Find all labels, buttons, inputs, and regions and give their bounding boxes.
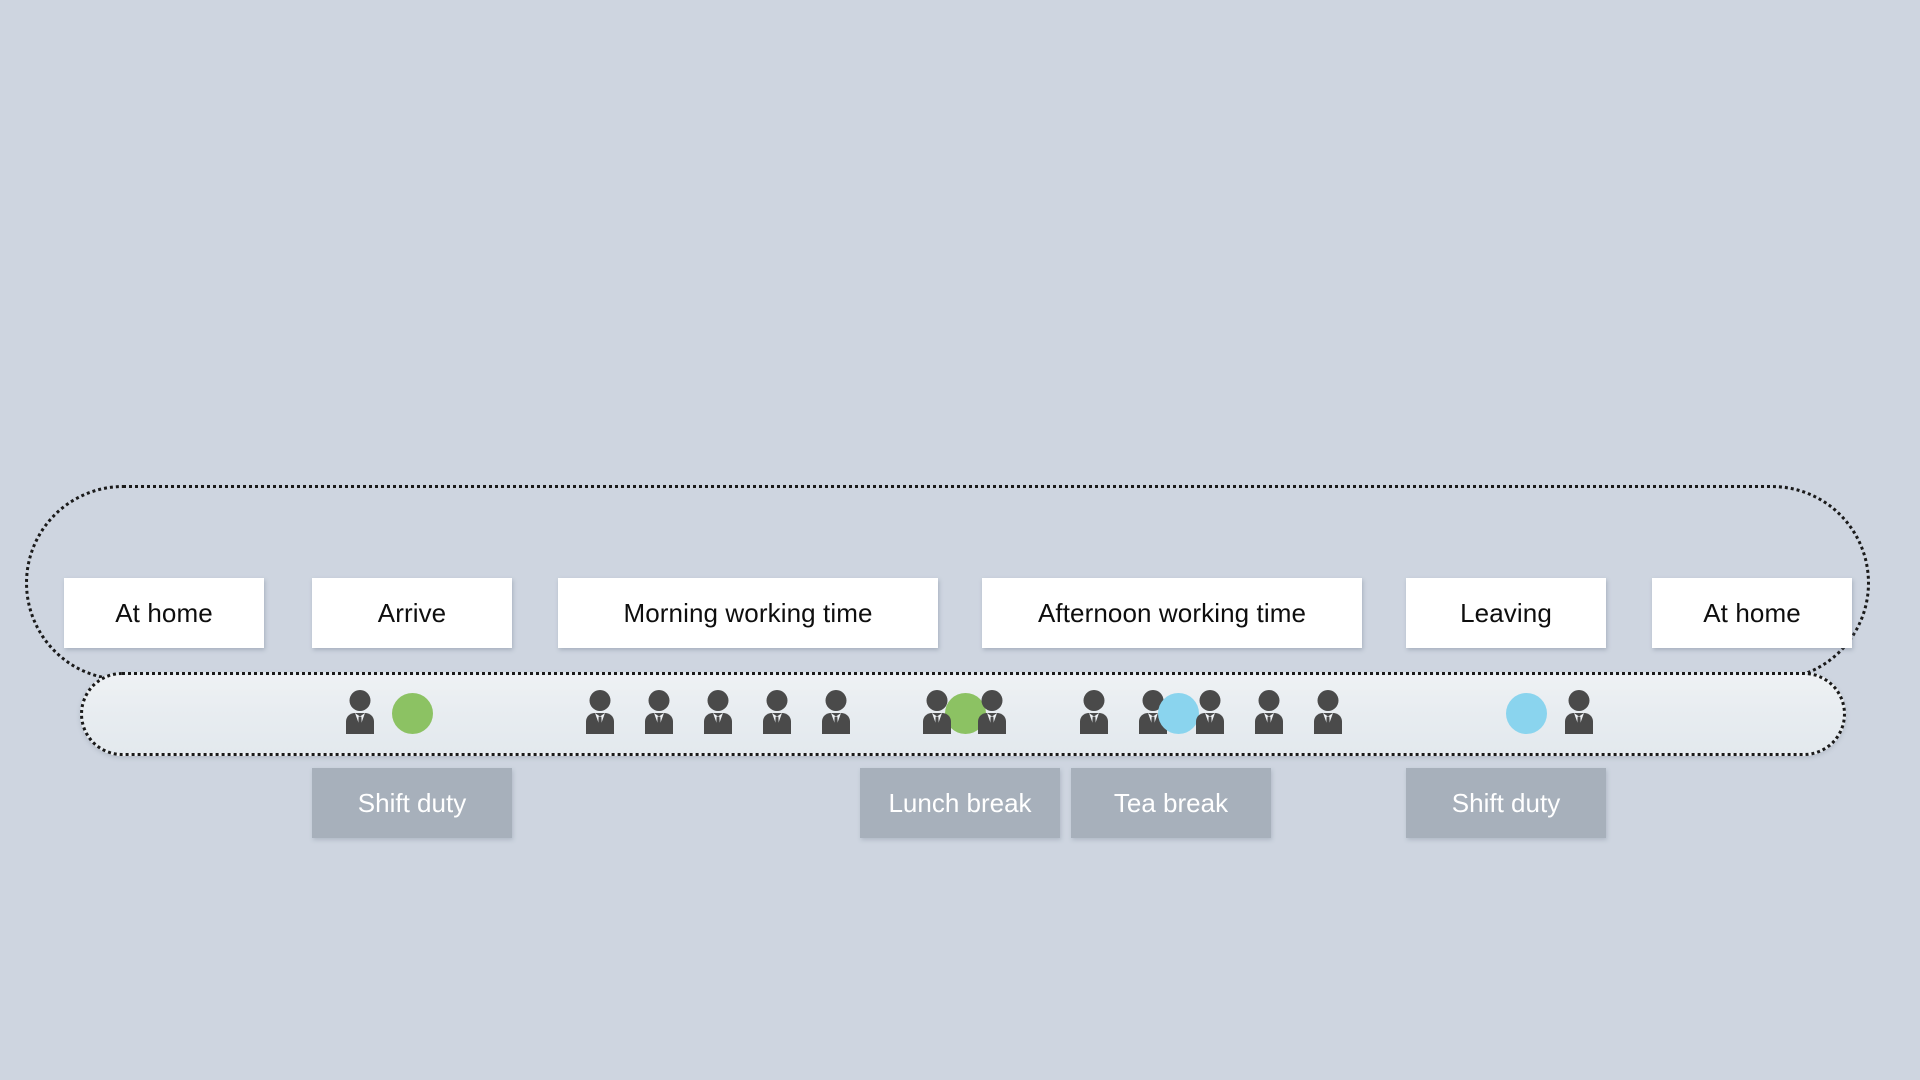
person-icon[interactable] <box>635 688 683 736</box>
person-icon[interactable] <box>812 688 860 736</box>
person-icon[interactable] <box>1070 688 1118 736</box>
phase-label: Arrive <box>377 597 447 628</box>
duty-label: Lunch break <box>888 787 1032 818</box>
person-icon[interactable] <box>336 688 384 736</box>
person-icon[interactable] <box>968 688 1016 736</box>
person-icon[interactable] <box>1304 688 1352 736</box>
phase-box-2[interactable]: Morning working time <box>558 578 938 648</box>
green-status-dot[interactable] <box>388 688 436 736</box>
person-icon[interactable] <box>1555 688 1603 736</box>
people-track <box>80 672 1846 756</box>
person-icon[interactable] <box>1186 688 1234 736</box>
duty-box-0[interactable]: Shift duty <box>312 768 512 838</box>
blue-status-dot-shape <box>1158 693 1199 734</box>
phase-box-0[interactable]: At home <box>64 578 264 648</box>
phase-box-3[interactable]: Afternoon working time <box>982 578 1362 648</box>
person-icon[interactable] <box>1245 688 1293 736</box>
duty-box-1[interactable]: Lunch break <box>860 768 1060 838</box>
person-icon[interactable] <box>913 688 961 736</box>
blue-status-dot[interactable] <box>1502 688 1550 736</box>
phase-label: Leaving <box>1460 597 1552 628</box>
blue-status-dot[interactable] <box>1154 688 1202 736</box>
duty-label: Shift duty <box>357 787 467 818</box>
phase-box-5[interactable]: At home <box>1652 578 1852 648</box>
phase-label: Afternoon working time <box>1037 597 1307 628</box>
phase-box-1[interactable]: Arrive <box>312 578 512 648</box>
duty-label: Shift duty <box>1451 787 1561 818</box>
phase-box-4[interactable]: Leaving <box>1406 578 1606 648</box>
duty-label: Tea break <box>1113 787 1229 818</box>
green-status-dot-shape <box>392 693 433 734</box>
person-icon[interactable] <box>694 688 742 736</box>
person-icon[interactable] <box>753 688 801 736</box>
phase-label: Morning working time <box>623 597 873 628</box>
person-icon[interactable] <box>576 688 624 736</box>
phase-label: At home <box>1703 597 1801 628</box>
duty-box-3[interactable]: Shift duty <box>1406 768 1606 838</box>
phase-label: At home <box>115 597 213 628</box>
blue-status-dot-shape <box>1506 693 1547 734</box>
duty-box-2[interactable]: Tea break <box>1071 768 1271 838</box>
